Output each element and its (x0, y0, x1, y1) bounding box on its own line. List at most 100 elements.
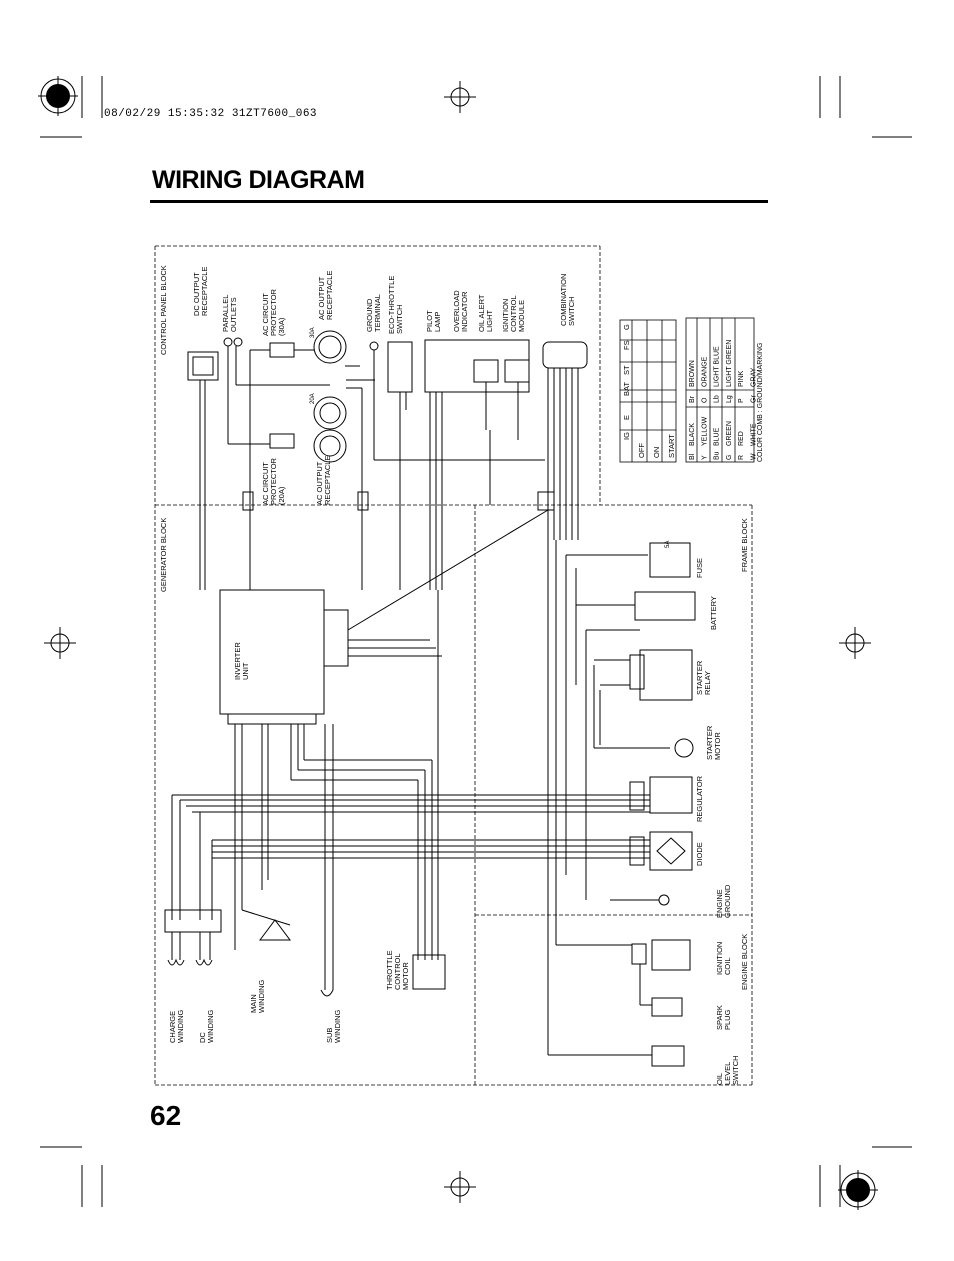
switch-table-col-fs: FS (622, 340, 631, 350)
label-charge-winding: CHARGE (168, 1011, 177, 1043)
switch-table-row-on: ON (652, 447, 661, 458)
dc-output-receptacle-symbol (187, 351, 219, 381)
label-overload: INDICATOR (460, 291, 469, 332)
block-label-generator: GENERATOR BLOCK (159, 518, 168, 592)
legend-code-w: W (751, 453, 758, 460)
label-engine-ground: GROUND (723, 884, 732, 918)
block-boundaries (154, 245, 753, 1086)
label-ac-out20: RECEPTACLE (323, 456, 332, 505)
color-legend-frame (685, 317, 755, 463)
legend-name-light-blue: LIGHT BLUE (714, 346, 721, 387)
legend-code-gr: Gr (751, 395, 758, 403)
label-overload: OVERLOAD (452, 290, 461, 332)
label-dc-output: RECEPTACLE (200, 267, 209, 316)
fuse-symbol (649, 542, 691, 578)
label-oil-level-switch: LEVEL (723, 1062, 732, 1085)
label-ground-terminal: TERMINAL (373, 294, 382, 332)
ac-output-30a-symbol (313, 330, 347, 364)
label-parallel: OUTLETS (229, 297, 238, 332)
label-throttle-motor: CONTROL (393, 953, 402, 990)
switch-table-row-start: START (667, 434, 676, 458)
label-starter-relay: STARTER (695, 660, 704, 695)
diode-symbol (649, 831, 693, 871)
label-oil-alert: OIL ALERT (477, 294, 486, 332)
label-inverter: UNIT (241, 662, 250, 680)
label-main-winding: WINDING (257, 980, 266, 1013)
label-eco-switch: ECO-THROTTLE (387, 276, 396, 334)
block-label-control-panel: CONTROL PANEL BLOCK (159, 265, 168, 355)
label-ac-cp20: (20A) (277, 486, 286, 505)
label-sub-winding: WINDING (333, 1010, 342, 1043)
starter-relay-symbol (639, 649, 693, 701)
label-oil-level-switch: SWITCH (731, 1055, 740, 1085)
label-ac-out20: AC OUTPUT (315, 461, 324, 505)
registration-target-bottom-right (838, 1170, 878, 1210)
charge-dc-connector (164, 909, 222, 933)
label-main-winding: MAIN (249, 994, 258, 1013)
label-inverter: INVERTER (233, 642, 242, 680)
label-ac-out30: RECEPTACLE (325, 271, 334, 320)
ac-output-20a-bottom-symbol (313, 429, 347, 463)
label-ignition-module: MODULE (517, 300, 526, 332)
legend-code-r: R (738, 455, 745, 460)
label-regulator: REGULATOR (695, 775, 704, 822)
legend-name-black: BLACK (689, 423, 696, 446)
legend-name-white: WHITE (751, 423, 758, 446)
label-dc-winding: DC (198, 1032, 207, 1043)
throttle-motor-symbol (412, 954, 446, 990)
label-eco-switch: SWITCH (395, 304, 404, 334)
combination-switch-symbol (542, 341, 588, 369)
label-dc-winding: WINDING (206, 1010, 215, 1043)
oil-level-switch-symbol (651, 1045, 685, 1067)
ac-output-20a-top-symbol (313, 396, 347, 430)
label-ac-out30: AC OUTPUT (317, 276, 326, 320)
label-sub-winding: SUB (325, 1028, 334, 1043)
switch-table-col-ig: IG (622, 432, 631, 440)
label-engine-ground: ENGINE (715, 889, 724, 918)
rating-30a: 30A (310, 327, 316, 338)
registration-target-top-left (38, 76, 78, 116)
legend-code-br: Br (689, 395, 696, 403)
label-ac-cp30: (30A) (277, 317, 286, 336)
legend-code-bl: Bl (689, 453, 696, 460)
legend-code-p: P (738, 398, 745, 403)
label-pilot-lamp: LAMP (433, 312, 442, 332)
label-ground-terminal: GROUND (365, 298, 374, 332)
switch-table (619, 319, 677, 463)
switch-table-col-st: ST (622, 365, 631, 375)
label-starter-relay: RELAY (703, 671, 712, 695)
label-pilot-lamp: PILOT (425, 310, 434, 332)
switch-table-row-off: OFF (637, 443, 646, 458)
label-starter-motor: MOTOR (713, 732, 722, 760)
legend-name-orange: ORANGE (701, 356, 708, 387)
legend-name-red: RED (738, 431, 745, 446)
label-ignition-module: IGNITION (501, 299, 510, 332)
label-oil-level-switch: OIL (715, 1073, 724, 1085)
title-rule (150, 200, 768, 203)
label-combination-switch: COMBINATION (559, 274, 568, 326)
legend-note: COLOR COMB : GROUND/MARKING (757, 343, 764, 462)
legend-name-gray: GRAY (751, 367, 758, 387)
label-ac-cp20: AC CIRCUIT (261, 462, 270, 505)
legend-code-lb: Lb (714, 395, 721, 403)
label-ac-cp30: AC CIRCUIT (261, 293, 270, 336)
label-throttle-motor: MOTOR (401, 962, 410, 990)
label-throttle-motor: THROTTLE (385, 950, 394, 990)
legend-name-green: GREEN (726, 421, 733, 446)
label-fuse: FUSE (695, 558, 704, 578)
legend-name-blue: BLUE (714, 427, 721, 446)
label-ignition-coil: COIL (723, 957, 732, 975)
legend-name-pink: PINK (738, 370, 745, 387)
page-number: 62 (150, 1100, 182, 1131)
switch-table-col-e: E (622, 415, 631, 420)
legend-name-yellow: YELLOW (701, 416, 708, 446)
label-parallel: PARALLEL (221, 295, 230, 332)
print-code: 08/02/29 15:35:32 31ZT7600_063 (104, 108, 318, 120)
legend-code-g: G (726, 455, 733, 460)
label-charge-winding: WINDING (176, 1010, 185, 1043)
starter-motor-symbol (674, 738, 694, 758)
dc-winding-coil (195, 958, 213, 966)
legend-code-y: Y (701, 455, 708, 460)
